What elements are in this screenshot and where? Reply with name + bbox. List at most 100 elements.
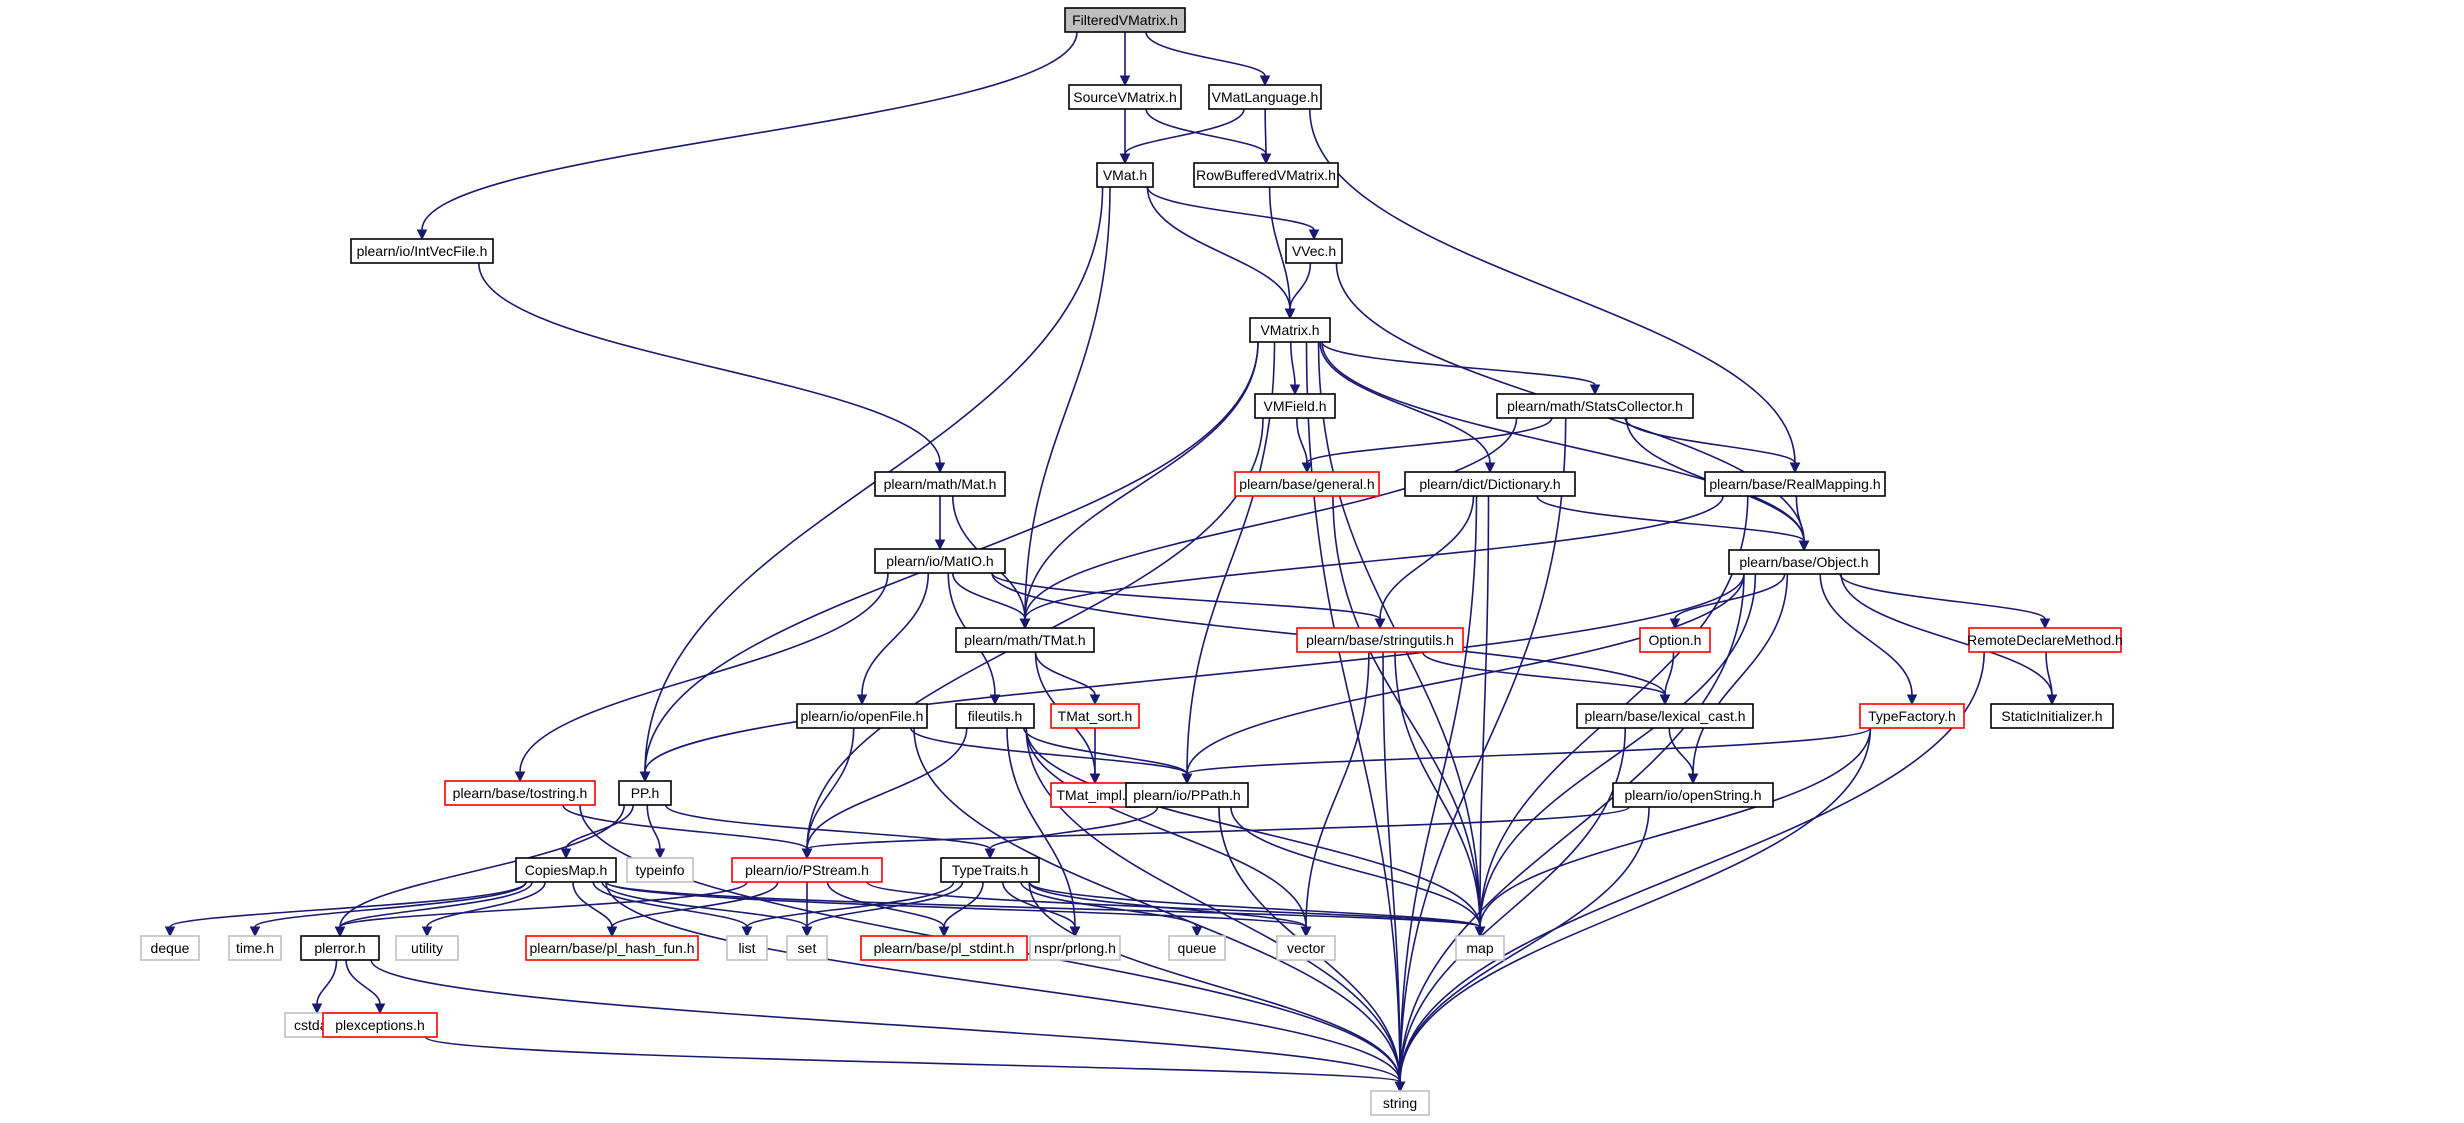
node-vmatlanguage-h[interactable]: VMatLanguage.h <box>1208 84 1322 110</box>
node-plearn-math-mat-h[interactable]: plearn/math/Mat.h <box>874 471 1006 497</box>
node-plearn-io-ppath-h[interactable]: plearn/io/PPath.h <box>1125 782 1249 808</box>
node-remotedeclaremethod-h[interactable]: RemoteDeclareMethod.h <box>1967 627 2123 653</box>
node-label: plearn/base/tostring.h <box>453 785 588 801</box>
edge-arrowhead <box>1687 773 1699 785</box>
edge-tostring-to-pstream <box>562 804 813 860</box>
node-plearn-math-tmat-h[interactable]: plearn/math/TMat.h <box>955 627 1095 653</box>
edge-arrowhead <box>1119 153 1131 165</box>
node-plearn-base-tostring-h[interactable]: plearn/base/tostring.h <box>444 780 596 806</box>
node-plearn-io-pstream-h[interactable]: plearn/io/PStream.h <box>731 857 883 883</box>
edge-arrowhead <box>1259 75 1271 87</box>
node-box <box>1455 935 1505 961</box>
edge-ppath-to-typetraits <box>984 806 1159 860</box>
edge-copiesmap-to-utility <box>421 881 546 938</box>
node-label: plearn/io/PStream.h <box>745 862 869 878</box>
node-plearn-math-statscollector-h[interactable]: plearn/math/StatsCollector.h <box>1496 393 1694 419</box>
node-plearn-io-openstring-h[interactable]: plearn/io/openString.h <box>1612 782 1774 808</box>
edge-arrowhead <box>1308 229 1320 241</box>
edge-matio-to-tostring <box>514 572 889 783</box>
edge-arrowhead <box>560 848 572 860</box>
edge-line <box>424 1036 1401 1083</box>
node-typetraits-h[interactable]: TypeTraits.h <box>940 857 1040 883</box>
edge-arrowhead <box>1798 540 1810 552</box>
edge-arrowhead <box>1089 773 1101 785</box>
edge-arrowhead <box>374 1003 386 1015</box>
node-box <box>618 780 672 806</box>
node-box <box>1096 162 1154 188</box>
node-label: plearn/base/lexical_cast.h <box>1584 708 1745 724</box>
node-box <box>1254 393 1336 419</box>
node-rowbufferedvmatrix-h[interactable]: RowBufferedVMatrix.h <box>1193 162 1339 188</box>
node-plerror-h[interactable]: plerror.h <box>300 935 380 961</box>
node-label: queue <box>1178 940 1217 956</box>
node-label: plearn/io/openFile.h <box>801 708 924 724</box>
edge-line <box>1028 881 1401 1083</box>
node-string: string <box>1370 1090 1430 1116</box>
edge-typetraits-to-queue <box>1020 881 1203 938</box>
edge-arrowhead <box>984 848 996 860</box>
node-box <box>1859 703 1965 729</box>
node-box <box>322 1012 438 1038</box>
node-label: nspr/prlong.h <box>1034 940 1116 956</box>
edge-option-to-lexical-cast <box>1659 651 1675 706</box>
edge-line <box>1399 495 1478 1083</box>
node-filteredvmatrix-h[interactable]: FilteredVMatrix.h <box>1064 7 1186 33</box>
node-box <box>1125 782 1249 808</box>
node-fileutils-h[interactable]: fileutils.h <box>955 703 1035 729</box>
node-copiesmap-h[interactable]: CopiesMap.h <box>515 857 617 883</box>
node-box <box>515 857 617 883</box>
node-plexceptions-h[interactable]: plexceptions.h <box>322 1012 438 1038</box>
node-plearn-base-stringutils-h[interactable]: plearn/base/stringutils.h <box>1296 627 1464 653</box>
edge-line <box>519 572 889 773</box>
node-staticinitializer-h[interactable]: StaticInitializer.h <box>1990 703 2114 729</box>
node-label: VVec.h <box>1292 243 1336 259</box>
node-label: TypeFactory.h <box>1868 708 1956 724</box>
node-vvec-h[interactable]: VVec.h <box>1285 238 1343 264</box>
edge-copiesmap-to-time <box>249 881 527 938</box>
node-tmat-sort-h[interactable]: TMat_sort.h <box>1050 703 1140 729</box>
node-plearn-base-object-h[interactable]: plearn/base/Object.h <box>1728 549 1880 575</box>
edge-vmatrix-to-dictionary <box>1319 341 1496 474</box>
edge-typefactory-to-ppath <box>1181 727 1872 785</box>
edge-line <box>254 881 527 928</box>
node-plearn-base-lexical-cast-h[interactable]: plearn/base/lexical_cast.h <box>1576 703 1754 729</box>
edge-typetraits-to-pl-stdint <box>938 881 984 938</box>
node-label: vector <box>1287 940 1325 956</box>
node-nspr-prlong-h: nspr/prlong.h <box>1029 935 1121 961</box>
node-typefactory-h[interactable]: TypeFactory.h <box>1859 703 1965 729</box>
edge-line <box>644 573 1745 773</box>
node-plearn-dict-dictionary-h[interactable]: plearn/dict/Dictionary.h <box>1404 471 1576 497</box>
node-plearn-io-openfile-h[interactable]: plearn/io/openFile.h <box>796 703 928 729</box>
node-plearn-base-pl-stdint-h[interactable]: plearn/base/pl_stdint.h <box>860 935 1028 961</box>
edge-line <box>951 572 1026 620</box>
node-plearn-io-matio-h[interactable]: plearn/io/MatIO.h <box>874 548 1006 574</box>
edge-line <box>572 881 613 928</box>
edge-line <box>1034 651 1096 696</box>
edge-statscollector-to-tmat <box>1019 417 1518 630</box>
edge-line <box>1268 186 1291 310</box>
node-box <box>874 548 1006 574</box>
node-vmfield-h[interactable]: VMField.h <box>1254 393 1336 419</box>
node-label: TMat_sort.h <box>1058 708 1133 724</box>
node-label: list <box>738 940 755 956</box>
node-label: typeinfo <box>635 862 684 878</box>
node-sourcevmatrix-h[interactable]: SourceVMatrix.h <box>1068 84 1182 110</box>
node-tmat-impl-h[interactable]: TMat_impl.h <box>1050 782 1140 808</box>
node-box <box>1249 317 1331 343</box>
edge-typetraits-to-set <box>801 881 964 938</box>
edge-line <box>1289 341 1296 386</box>
node-plearn-base-general-h[interactable]: plearn/base/general.h <box>1234 471 1380 497</box>
node-option-h[interactable]: Option.h <box>1639 627 1711 653</box>
edge-arrowhead <box>1669 618 1681 630</box>
edge-vmatrix-to-vmfield <box>1289 341 1301 396</box>
node-vmat-h[interactable]: VMat.h <box>1096 162 1154 188</box>
node-plearn-base-pl-hash-fun-h[interactable]: plearn/base/pl_hash_fun.h <box>525 935 699 961</box>
node-box <box>796 703 928 729</box>
edge-plerror-to-plexceptions <box>345 959 386 1015</box>
node-pp-h[interactable]: PP.h <box>618 780 672 806</box>
node-label: plearn/base/pl_hash_fun.h <box>529 940 694 956</box>
edge-tmat-sort-to-tmat-impl <box>1089 727 1101 785</box>
node-plearn-io-intvecfile-h[interactable]: plearn/io/IntVecFile.h <box>350 238 494 264</box>
node-plearn-base-realmapping-h[interactable]: plearn/base/RealMapping.h <box>1704 471 1886 497</box>
node-vmatrix-h[interactable]: VMatrix.h <box>1249 317 1331 343</box>
